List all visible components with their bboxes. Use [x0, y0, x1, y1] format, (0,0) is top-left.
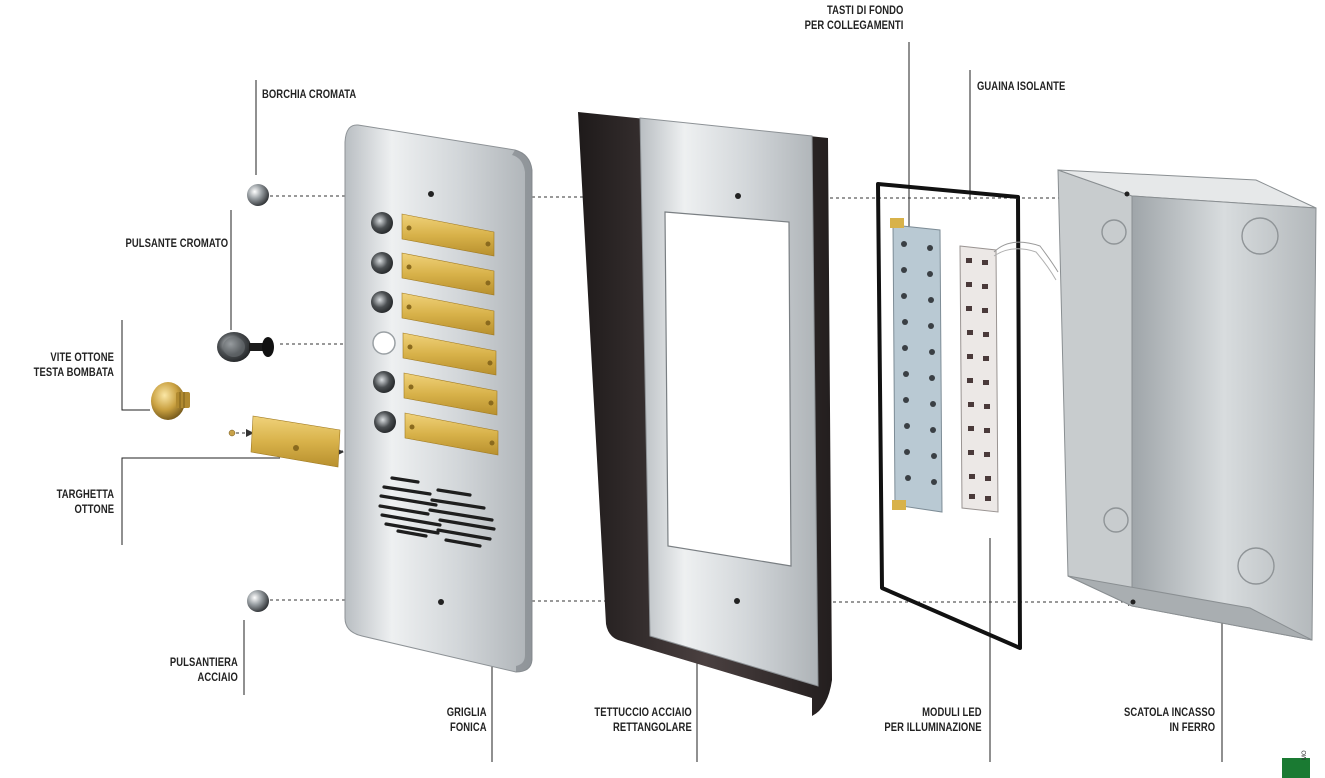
panel-buttons	[371, 212, 396, 433]
page-code: MO	[1302, 750, 1308, 760]
label-moduli-led: MODULI LED PER ILLUMINAZIONE	[884, 707, 982, 734]
label-tettuccio: TETTUCCIO ACCIAIO RETTANGOLARE	[594, 707, 692, 734]
chrome-push-button	[217, 332, 274, 362]
chrome-stud-bottom	[247, 590, 269, 612]
panel-name-plates	[401, 213, 499, 456]
label-targhetta-ottone: TARGHETTA OTTONE	[56, 489, 114, 516]
terminal-board	[890, 218, 943, 513]
led-module	[959, 241, 1059, 513]
brass-dome-screw	[151, 382, 190, 420]
steel-hood	[578, 112, 832, 716]
leader-vite	[121, 320, 150, 411]
label-scatola-incasso: SCATOLA INCASSO IN FERRO	[1123, 707, 1215, 734]
label-griglia-fonica: GRIGLIA FONICA	[447, 707, 487, 734]
label-guaina-isolante: GUAINA ISOLANTE	[977, 81, 1066, 93]
label-tasti-di-fondo: TASTI DI FONDO PER COLLEGAMENTI	[804, 5, 903, 32]
chrome-stud-top	[247, 184, 269, 206]
brass-name-plate-loose	[250, 415, 341, 468]
label-vite-ottone: VITE OTTONE TESTA BOMBATA	[33, 352, 114, 379]
brand-green-tab	[1282, 758, 1310, 778]
plate-screws	[406, 225, 495, 446]
steel-button-panel	[344, 124, 533, 673]
small-screw	[228, 429, 236, 437]
leader-targhetta	[121, 457, 280, 545]
insulating-gasket	[876, 182, 1022, 650]
speaker-grille	[378, 476, 496, 548]
label-pulsantiera-acciaio: PULSANTIERA ACCIAIO	[170, 657, 238, 684]
label-pulsante-cromato: PULSANTE CROMATO	[125, 238, 228, 250]
label-borchia-cromata: BORCHIA CROMATA	[262, 89, 357, 101]
recessed-box	[1057, 169, 1317, 641]
